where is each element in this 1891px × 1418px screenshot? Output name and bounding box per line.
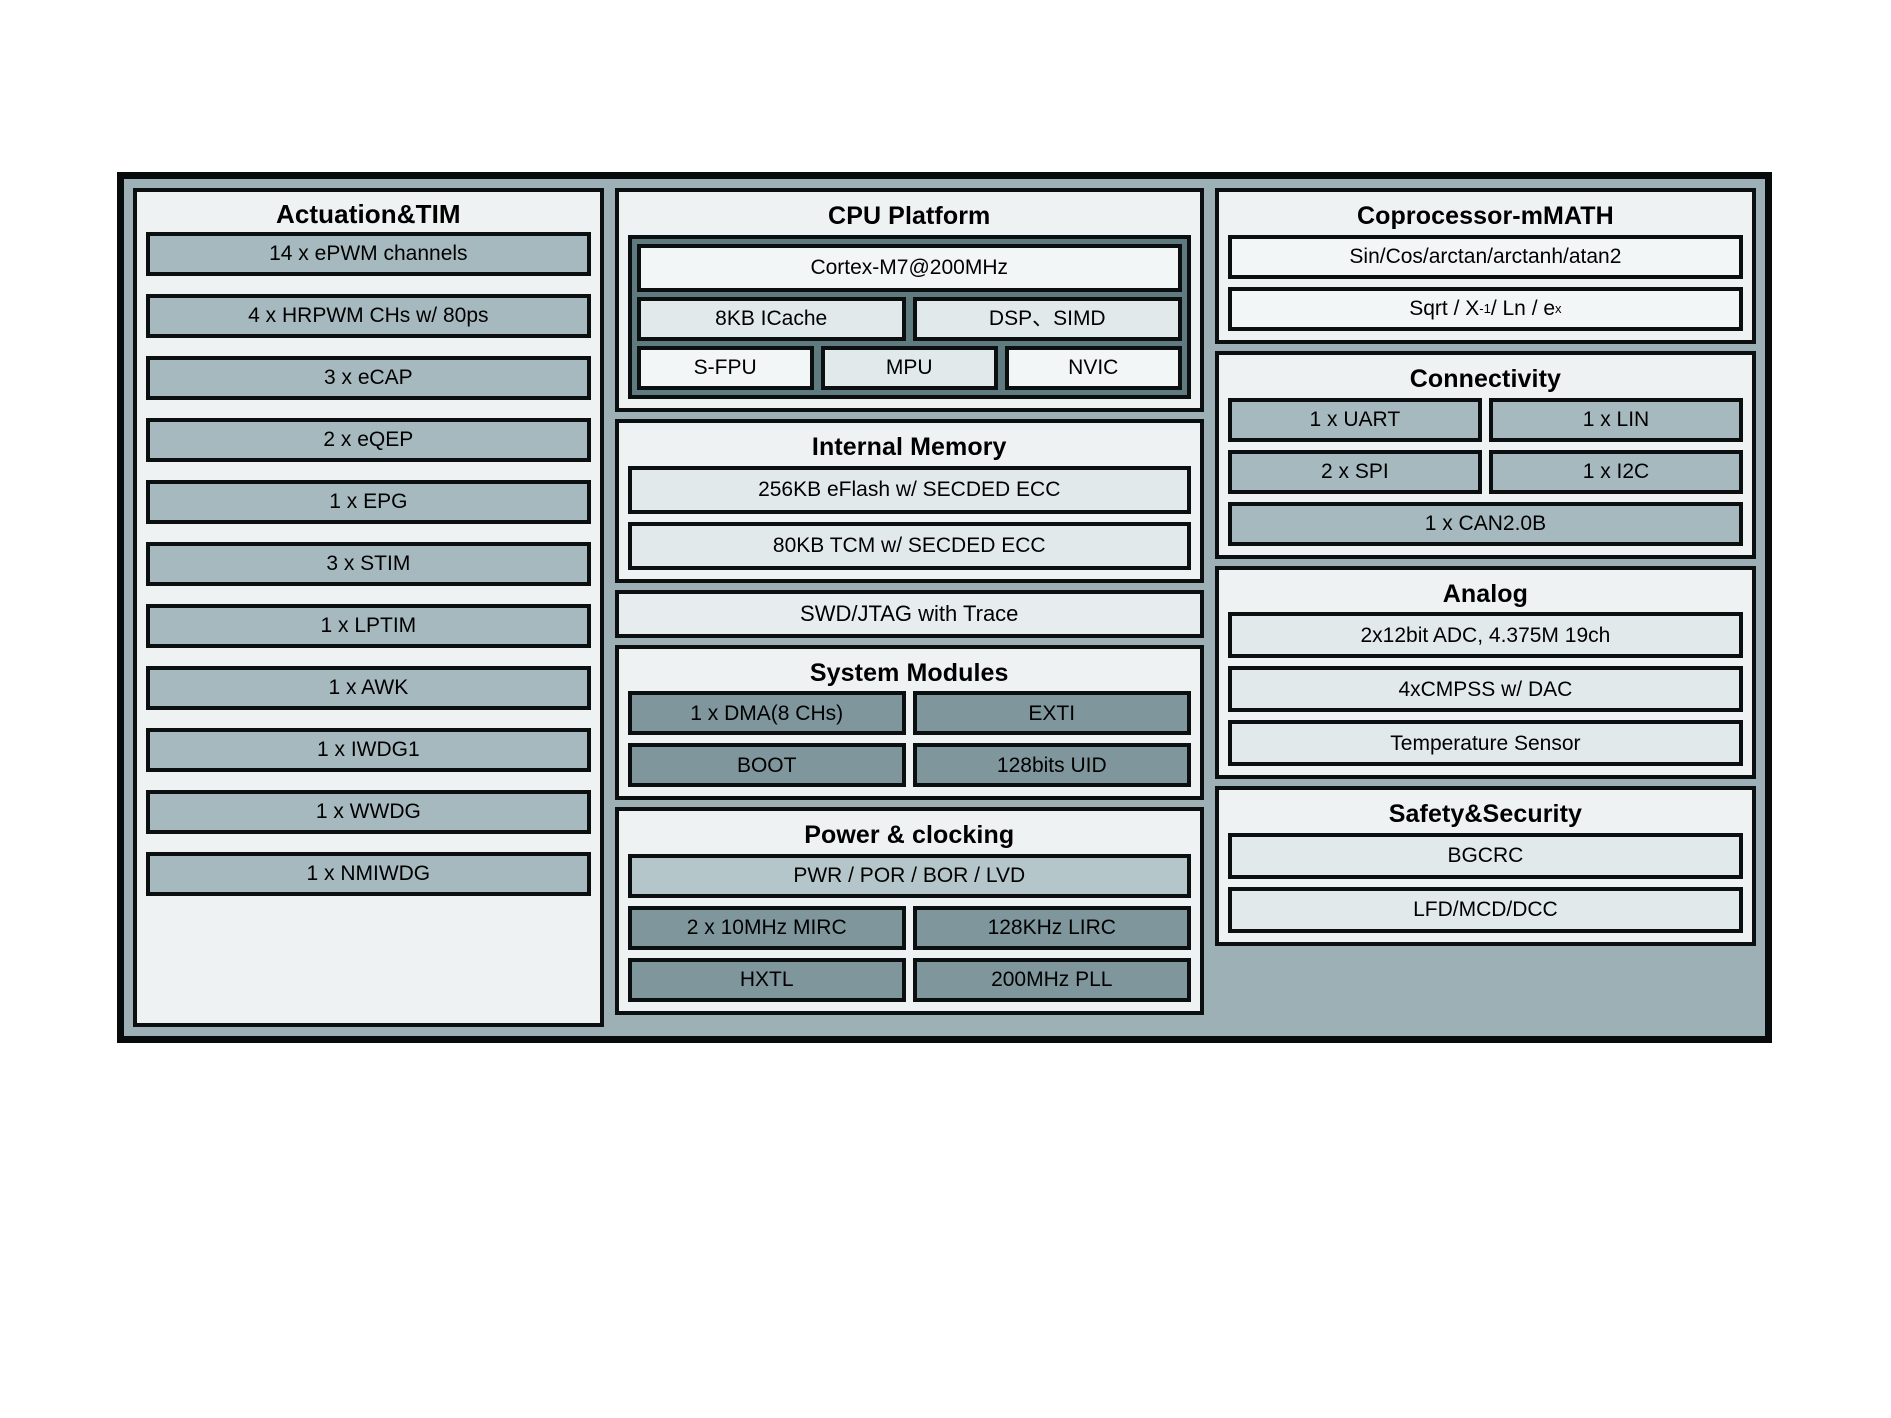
block-tcm[interactable]: 80KB TCM w/ SECDED ECC <box>627 521 1191 570</box>
block-eqep[interactable]: 2 x eQEP <box>146 417 591 462</box>
block-can[interactable]: 1 x CAN2.0B <box>1227 501 1743 546</box>
block-boot[interactable]: BOOT <box>627 743 906 788</box>
analog-stack: 2x12bit ADC, 4.375M 19ch 4xCMPSS w/ DAC … <box>1227 612 1743 767</box>
group-title-analog: Analog <box>1442 579 1529 608</box>
group-title-actuation-tim: Actuation&TIM <box>275 199 461 229</box>
block-exti[interactable]: EXTI <box>912 691 1191 736</box>
safety-stack: BGCRC LFD/MCD/DCC <box>1227 833 1743 933</box>
block-stim[interactable]: 3 x STIM <box>146 541 591 586</box>
block-icache[interactable]: 8KB ICache <box>636 296 906 341</box>
group-analog: Analog 2x12bit ADC, 4.375M 19ch 4xCMPSS … <box>1214 565 1756 780</box>
block-nvic[interactable]: NVIC <box>1004 345 1182 390</box>
block-ecap[interactable]: 3 x eCAP <box>146 355 591 400</box>
block-cmpss-dac[interactable]: 4xCMPSS w/ DAC <box>1227 666 1743 713</box>
block-lin[interactable]: 1 x LIN <box>1488 397 1744 442</box>
cpu-core-cluster: Cortex-M7@200MHz 8KB ICache DSP、SIMD S-F… <box>627 234 1191 399</box>
group-power-clocking: Power & clocking PWR / POR / BOR / LVD 2… <box>614 807 1204 1015</box>
group-title-system-modules: System Modules <box>809 658 1009 687</box>
group-safety-security: Safety&Security BGCRC LFD/MCD/DCC <box>1214 786 1756 946</box>
group-cpu-platform: CPU Platform Cortex-M7@200MHz 8KB ICache… <box>614 188 1204 412</box>
block-cortex-m7[interactable]: Cortex-M7@200MHz <box>636 243 1182 292</box>
memory-stack: 256KB eFlash w/ SECDED ECC 80KB TCM w/ S… <box>627 465 1191 570</box>
block-trig-functions[interactable]: Sin/Cos/arctan/arctanh/atan2 <box>1227 234 1743 279</box>
block-epwm-channels[interactable]: 14 x ePWM channels <box>146 231 591 276</box>
block-epg[interactable]: 1 x EPG <box>146 479 591 524</box>
block-s-fpu[interactable]: S-FPU <box>636 345 814 390</box>
power-row-1: 2 x 10MHz MIRC 128KHz LIRC <box>627 906 1191 950</box>
cpu-row-2: 8KB ICache DSP、SIMD <box>636 296 1182 341</box>
block-lirc[interactable]: 128KHz LIRC <box>912 906 1191 950</box>
system-row-1: 1 x DMA(8 CHs) EXTI <box>627 691 1191 736</box>
block-i2c[interactable]: 1 x I2C <box>1488 449 1744 494</box>
block-bgcrc[interactable]: BGCRC <box>1227 833 1743 879</box>
block-adc[interactable]: 2x12bit ADC, 4.375M 19ch <box>1227 612 1743 659</box>
connectivity-row-1: 1 x UART 1 x LIN <box>1227 397 1744 442</box>
block-dsp-simd[interactable]: DSP、SIMD <box>912 296 1182 341</box>
system-row-2: BOOT 128bits UID <box>627 743 1191 788</box>
connectivity-row-2: 2 x SPI 1 x I2C <box>1227 449 1744 494</box>
group-title-cpu-platform: CPU Platform <box>828 202 991 230</box>
group-connectivity: Connectivity 1 x UART 1 x LIN 2 x SPI 1 … <box>1214 350 1756 559</box>
block-uart[interactable]: 1 x UART <box>1227 397 1482 442</box>
block-hrpwm-channels[interactable]: 4 x HRPWM CHs w/ 80ps <box>146 293 591 338</box>
math-formula-mid: / Ln / e <box>1490 297 1556 321</box>
block-awk[interactable]: 1 x AWK <box>146 665 591 710</box>
block-pwr-por-bor-lvd[interactable]: PWR / POR / BOR / LVD <box>627 854 1191 898</box>
system-modules-stack: 1 x DMA(8 CHs) EXTI BOOT 128bits UID <box>627 691 1191 788</box>
block-pll[interactable]: 200MHz PLL <box>912 958 1191 1002</box>
block-128bits-uid[interactable]: 128bits UID <box>912 743 1191 788</box>
group-system-modules: System Modules 1 x DMA(8 CHs) EXTI BOOT … <box>614 644 1204 801</box>
block-temp-sensor[interactable]: Temperature Sensor <box>1227 720 1743 767</box>
coprocessor-stack: Sin/Cos/arctan/arctanh/atan2 Sqrt / X-1 … <box>1227 234 1743 331</box>
group-actuation-tim: Actuation&TIM 14 x ePWM channels 4 x HRP… <box>133 188 604 1027</box>
group-title-internal-memory: Internal Memory <box>811 432 1007 461</box>
block-lfd-mcd-dcc[interactable]: LFD/MCD/DCC <box>1227 887 1743 933</box>
block-mirc[interactable]: 2 x 10MHz MIRC <box>627 906 906 950</box>
group-title-coprocessor-mmath: Coprocessor-mMATH <box>1356 202 1614 230</box>
block-wwdg[interactable]: 1 x WWDG <box>146 789 591 834</box>
block-iwdg1[interactable]: 1 x IWDG1 <box>146 727 591 772</box>
block-spi[interactable]: 2 x SPI <box>1227 449 1482 494</box>
cpu-row-3: S-FPU MPU NVIC <box>636 345 1182 390</box>
column-peripherals: Coprocessor-mMATH Sin/Cos/arctan/arctanh… <box>1214 188 1756 1027</box>
chip-outline: Actuation&TIM 14 x ePWM channels 4 x HRP… <box>117 172 1772 1043</box>
group-title-power-clocking: Power & clocking <box>804 821 1015 850</box>
power-row-2: HXTL 200MHz PLL <box>627 958 1191 1002</box>
block-hxtl[interactable]: HXTL <box>627 958 906 1002</box>
group-internal-memory: Internal Memory 256KB eFlash w/ SECDED E… <box>614 418 1204 583</box>
power-stack: PWR / POR / BOR / LVD 2 x 10MHz MIRC 128… <box>627 854 1191 1002</box>
block-lptim[interactable]: 1 x LPTIM <box>146 603 591 648</box>
math-formula-prefix: Sqrt / X <box>1409 297 1480 321</box>
block-nmiwdg[interactable]: 1 x NMIWDG <box>146 851 591 896</box>
block-eflash[interactable]: 256KB eFlash w/ SECDED ECC <box>627 465 1191 514</box>
group-coprocessor-mmath: Coprocessor-mMATH Sin/Cos/arctan/arctanh… <box>1214 188 1756 344</box>
connectivity-stack: 1 x UART 1 x LIN 2 x SPI 1 x I2C 1 x CAN… <box>1227 397 1744 546</box>
column-core: CPU Platform Cortex-M7@200MHz 8KB ICache… <box>614 188 1204 1027</box>
group-title-safety-security: Safety&Security <box>1388 800 1583 829</box>
block-swd-jtag-trace[interactable]: SWD/JTAG with Trace <box>614 589 1204 638</box>
group-title-connectivity: Connectivity <box>1409 364 1562 393</box>
column-actuation: Actuation&TIM 14 x ePWM channels 4 x HRP… <box>133 188 604 1027</box>
block-mpu[interactable]: MPU <box>820 345 998 390</box>
block-dma[interactable]: 1 x DMA(8 CHs) <box>627 691 906 736</box>
